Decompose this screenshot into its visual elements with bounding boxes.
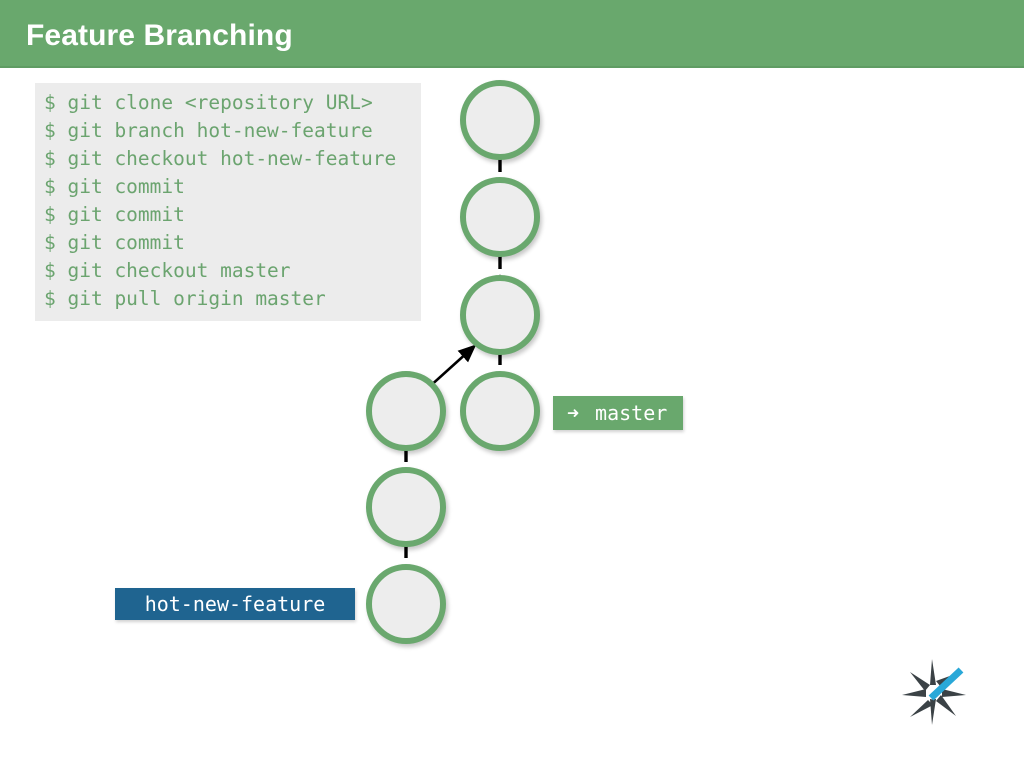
code-line: $ git checkout master: [44, 259, 291, 282]
commit-graph: [0, 68, 1024, 768]
branch-label-hot-new-feature-text: hot-new-feature: [144, 592, 326, 616]
commit-node-feature[interactable]: [366, 564, 446, 644]
commit-node-master-head[interactable]: [460, 371, 540, 451]
arrow-right-icon: ➜: [567, 401, 580, 425]
code-line: $ git commit: [44, 231, 185, 254]
commit-node-master[interactable]: [460, 275, 540, 355]
branch-label-master[interactable]: ➜ master: [553, 396, 684, 430]
code-line: $ git branch hot-new-feature: [44, 119, 373, 142]
starburst-logo: [902, 659, 966, 725]
code-line: $ git commit: [44, 175, 185, 198]
code-line: $ git commit: [44, 203, 185, 226]
commit-node-master[interactable]: [460, 177, 540, 257]
commit-node-feature[interactable]: [366, 467, 446, 547]
commit-node-master[interactable]: [460, 80, 540, 160]
code-line: $ git clone <repository URL>: [44, 91, 373, 114]
branch-label-master-text: master: [595, 401, 668, 425]
cyan-stroke-icon: [928, 667, 964, 701]
edge-feature-branch-from-master: [427, 344, 477, 389]
slide-header-bar: [0, 0, 1024, 68]
code-line: $ git pull origin master: [44, 287, 326, 310]
branch-label-hot-new-feature[interactable]: hot-new-feature: [115, 588, 355, 620]
git-command-code-block: $ git clone <repository URL> $ git branc…: [35, 83, 421, 321]
code-line: $ git checkout hot-new-feature: [44, 147, 397, 170]
commit-node-feature-head[interactable]: [366, 371, 446, 451]
page-title: Feature Branching: [26, 19, 293, 52]
